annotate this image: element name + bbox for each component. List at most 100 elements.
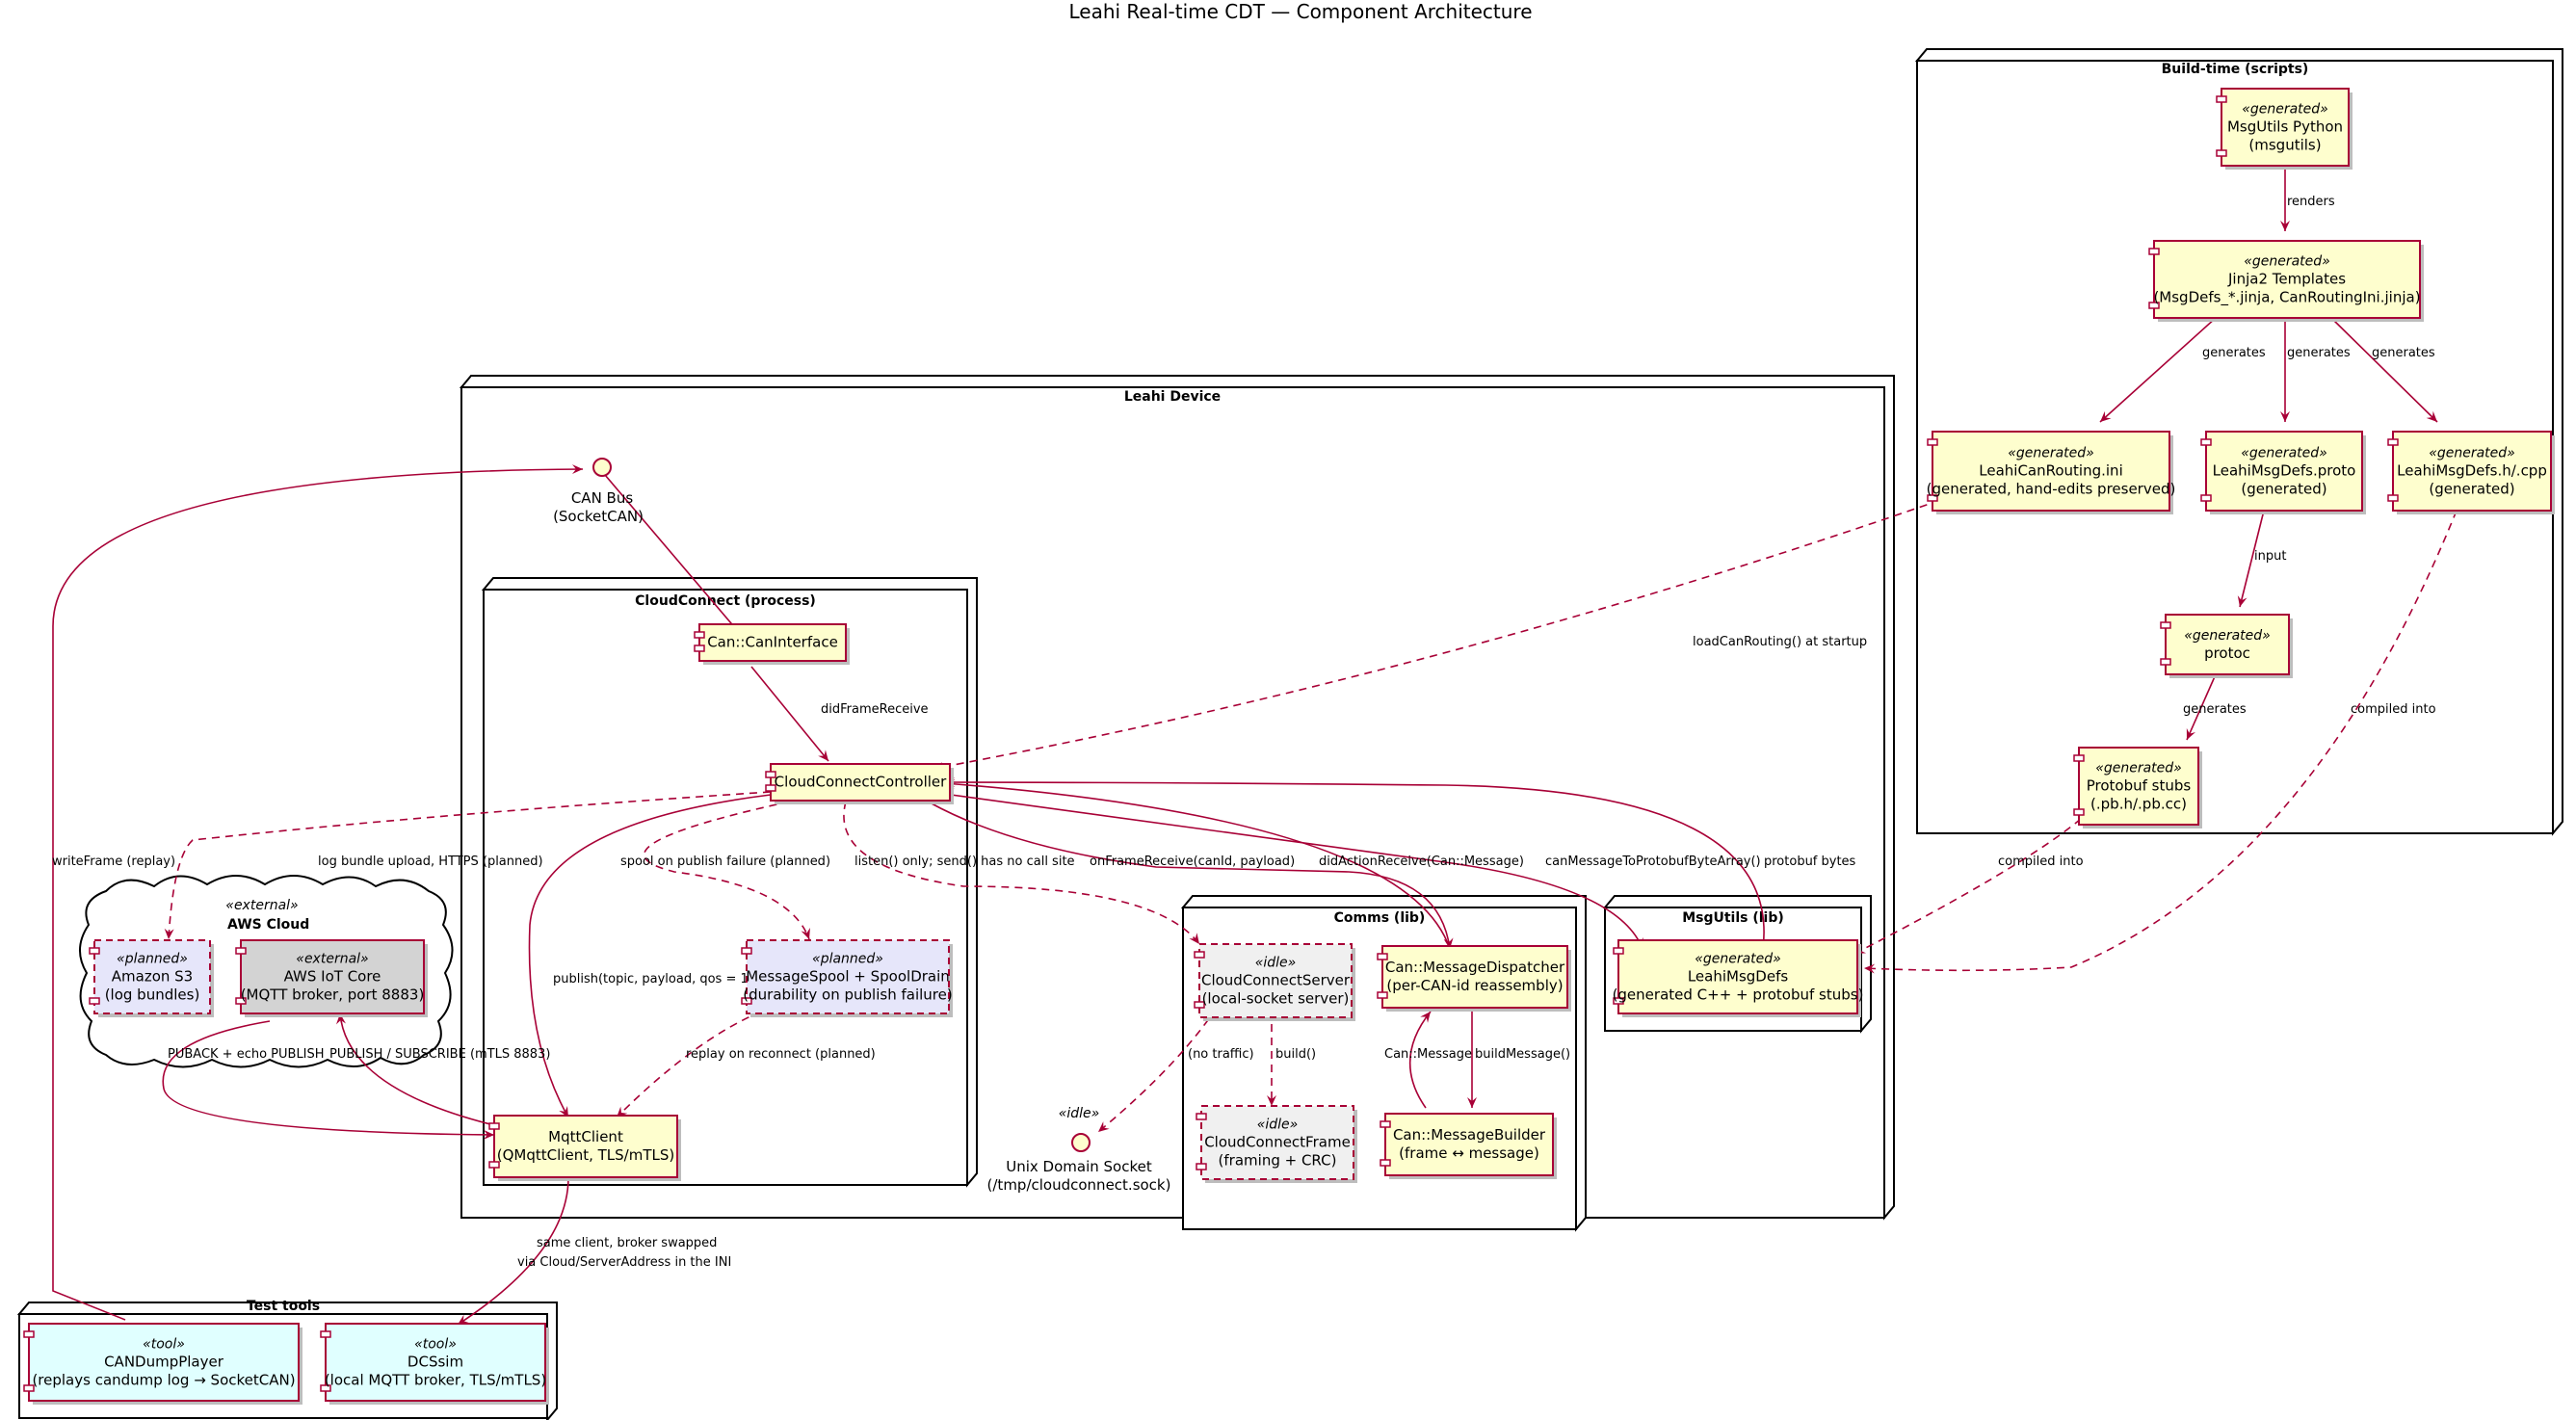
edge-label-on-frame-receive: onFrameReceive(canId, payload) [1090, 855, 1295, 869]
component-s3: «planned»Amazon S3(log bundles) [89, 939, 214, 1017]
component-label-line-1: CANDumpPlayer [104, 1354, 224, 1371]
component-spool: «planned»MessageSpool + SpoolDrain(durab… [741, 939, 953, 1017]
interface-unix-socket: «idle» Unix Domain Socket (/tmp/cloudcon… [987, 1106, 1171, 1194]
component-label-line-1: Can::MessageBuilder [1393, 1126, 1546, 1144]
component-stereotype: «generated» [2184, 628, 2271, 644]
edge-label-generates-2: generates [2287, 346, 2351, 360]
cloud-aws-title: AWS Cloud [227, 917, 309, 933]
component-label-line-2: (log bundles) [105, 986, 200, 1004]
component-tab-icon [1380, 1120, 1391, 1128]
component-label-line-1: Protobuf stubs [2087, 777, 2192, 795]
cloud-aws-stereotype: «external» [225, 898, 298, 913]
component-tab-icon [1194, 951, 1205, 959]
component-box [2392, 431, 2552, 512]
component-tab-icon [694, 644, 705, 652]
node-title-test-tools: Test tools [247, 1299, 320, 1314]
component-box [325, 1323, 546, 1402]
edge-label-same-client-1: same client, broker swapped [537, 1236, 717, 1250]
component-label-line-2: (QMqttClient, TLS/mTLS) [497, 1146, 674, 1164]
component-box [93, 939, 211, 1014]
component-label-line-2: (local MQTT broker, TLS/mTLS) [325, 1372, 546, 1389]
component-label-line-2: (generated C++ + protobuf stubs) [1613, 986, 1864, 1004]
component-stereotype: «generated» [2244, 254, 2330, 270]
edge-label-replay-reconnect: replay on reconnect (planned) [686, 1047, 876, 1062]
component-label-line-2: (generated, hand-edits preserved) [1927, 481, 2176, 498]
component-stereotype: «idle» [1255, 956, 1297, 971]
component-builder: Can::MessageBuilder(frame ↔ message) [1380, 1113, 1557, 1179]
edge-label-write-frame: writeFrame (replay) [52, 855, 175, 869]
component-pb-stubs: «generated»Protobuf stubs(.pb.h/.pb.cc) [2073, 747, 2202, 828]
component-label-line-1: Can::MessageDispatcher [1385, 959, 1565, 976]
component-box [770, 763, 951, 802]
component-label-line-2: (frame ↔ message) [1399, 1144, 1539, 1162]
component-stereotype: «planned» [812, 952, 883, 967]
component-tab-icon [741, 947, 752, 955]
component-tab-icon [2148, 302, 2160, 309]
edge-label-compiled-into-2: compiled into [2351, 702, 2436, 717]
component-label-line-1: CloudConnectFrame [1204, 1134, 1351, 1151]
component-tab-icon [1380, 1159, 1391, 1167]
component-mqtt-client: MqttClient(QMqttClient, TLS/mTLS) [488, 1115, 681, 1181]
component-tab-icon [320, 1384, 331, 1392]
component-label-line-1: protoc [2204, 644, 2250, 662]
component-tab-icon [1196, 1163, 1207, 1170]
component-stereotype: «generated» [2241, 446, 2327, 461]
component-tab-icon [488, 1122, 500, 1130]
component-label-line-2: (per-CAN-id reassembly) [1386, 977, 1563, 994]
component-tab-icon [1613, 947, 1624, 955]
component-can-interface: Can::CanInterface [694, 623, 850, 665]
edge-label-can-to-protobuf: canMessageToProtobufByteArray() [1545, 855, 1761, 869]
component-label-line-1: LeahiMsgDefs.h/.cpp [2397, 462, 2547, 480]
component-box [698, 623, 847, 662]
component-label-line-1: Amazon S3 [112, 968, 193, 986]
component-label-line-2: (local-socket server) [1202, 990, 1350, 1008]
interface-can-bus-line-2: (SocketCAN) [553, 508, 644, 525]
edge-label-can-message: Can::Message [1384, 1047, 1472, 1062]
component-label-line-2: (framing + CRC) [1219, 1152, 1337, 1170]
component-tab-icon [2160, 621, 2171, 629]
component-box [1200, 1105, 1354, 1180]
component-box [1381, 945, 1568, 1009]
edge-label-generates-4: generates [2183, 702, 2247, 717]
component-label-line-1: LeahiMsgDefs.proto [2213, 462, 2356, 480]
node-title-msgutils: MsgUtils (lib) [1682, 910, 1784, 926]
edge-label-publish: publish(topic, payload, qos = 1) [553, 972, 753, 986]
component-tab-icon [235, 947, 247, 955]
component-stereotype: «external» [296, 952, 368, 967]
component-tab-icon [2216, 149, 2227, 157]
component-stereotype: «idle» [1257, 1118, 1299, 1133]
component-stereotype: «tool» [143, 1337, 185, 1353]
component-msgdefs-proto: «generated»LeahiMsgDefs.proto(generated) [2200, 431, 2366, 514]
edge-label-build: build() [1275, 1047, 1316, 1062]
component-tab-icon [23, 1384, 35, 1392]
component-tab-icon [2160, 658, 2171, 666]
component-box [1384, 1113, 1554, 1176]
component-controller: CloudConnectController [765, 763, 954, 804]
component-label-line-1: LeahiCanRouting.ini [1979, 462, 2122, 480]
component-tab-icon [765, 771, 776, 778]
component-tab-icon [2073, 754, 2085, 762]
component-tab-icon [1194, 1001, 1205, 1009]
component-tab-icon [89, 997, 100, 1005]
interface-unix-socket-line-2: (/tmp/cloudconnect.sock) [987, 1176, 1171, 1194]
edge-label-build-message: buildMessage() [1475, 1047, 1570, 1062]
component-dispatcher: Can::MessageDispatcher(per-CAN-id reasse… [1377, 945, 1571, 1012]
interface-unix-socket-stereotype: «idle» [1059, 1106, 1100, 1121]
interface-can-bus-line-1: CAN Bus [571, 489, 634, 507]
component-stereotype: «generated» [1695, 952, 1781, 967]
component-label-line-1: CloudConnectServer [1201, 972, 1351, 989]
node-title-cloudconnect: CloudConnect (process) [635, 593, 816, 609]
component-label-line-2: (MsgDefs_*.jinja, CanRoutingIni.jinja) [2153, 289, 2420, 307]
component-label-line-2: (.pb.h/.pb.cc) [2090, 796, 2187, 813]
component-label-line-1: Jinja2 Templates [2227, 271, 2346, 288]
interface-can-bus: CAN Bus (SocketCAN) [553, 458, 644, 525]
component-tab-icon [23, 1330, 35, 1338]
component-jinja2: «generated»Jinja2 Templates(MsgDefs_*.ji… [2148, 240, 2424, 322]
component-label-line-2: (MQTT broker, port 8883) [241, 986, 425, 1004]
edge-label-same-client-2: via Cloud/ServerAddress in the INI [517, 1255, 731, 1270]
component-msgdefs-cpp: «generated»LeahiMsgDefs.h/.cpp(generated… [2387, 431, 2555, 514]
component-msgutils-python: «generated»MsgUtils Python(msgutils) [2216, 88, 2353, 170]
component-stereotype: «planned» [117, 952, 188, 967]
component-stereotype: «generated» [2242, 102, 2328, 118]
